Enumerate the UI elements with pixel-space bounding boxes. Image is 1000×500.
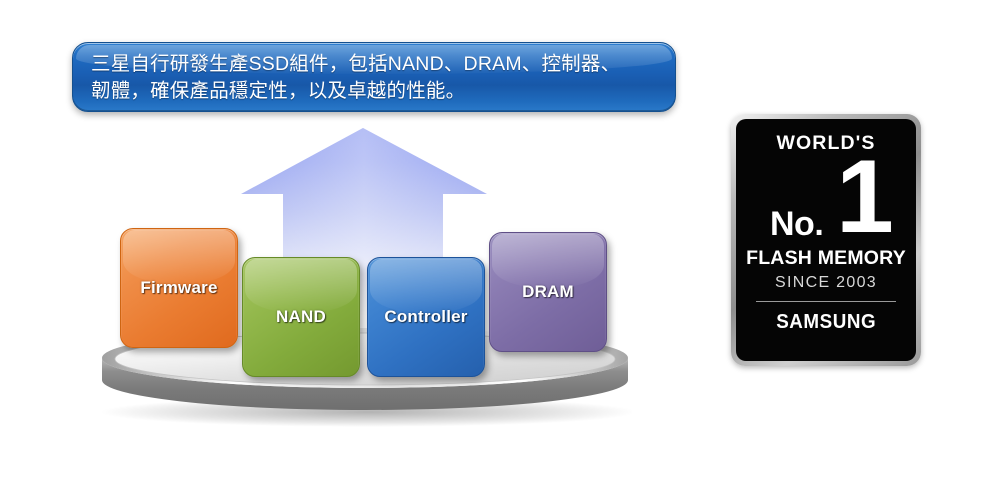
block-label: Controller bbox=[384, 307, 468, 326]
badge-no1-group: No. 1 bbox=[736, 145, 916, 249]
component-block-firmware[interactable]: Firmware bbox=[120, 228, 238, 348]
block-label: DRAM bbox=[522, 282, 574, 301]
component-block-nand[interactable]: NAND bbox=[242, 257, 360, 377]
badge-since-label: SINCE 2003 bbox=[775, 274, 877, 291]
badge-no-label: No. bbox=[770, 205, 824, 243]
component-block-controller[interactable]: Controller bbox=[367, 257, 485, 377]
callout-banner: 三星自行研發生產SSD組件，包括NAND、DRAM、控制器、 韌體，確保產品穩定… bbox=[72, 42, 676, 112]
badge-brand-label: SAMSUNG bbox=[775, 311, 877, 333]
badge-number-label: 1 bbox=[836, 139, 894, 255]
badge-inner: WORLD'S No. 1 FLASH MEMORY SINCE 2003 SA… bbox=[736, 119, 916, 361]
badge-divider bbox=[756, 301, 896, 302]
block-label: NAND bbox=[276, 307, 326, 326]
badge-category-label: FLASH MEMORY bbox=[746, 247, 906, 269]
block-label: Firmware bbox=[140, 278, 218, 297]
badge-worlds-label: WORLD'S bbox=[776, 132, 876, 154]
component-block-dram[interactable]: DRAM bbox=[489, 232, 607, 352]
callout-text: 三星自行研發生產SSD組件，包括NAND、DRAM、控制器、 韌體，確保產品穩定… bbox=[91, 53, 621, 102]
samsung-worlds-no1-badge: WORLD'S No. 1 FLASH MEMORY SINCE 2003 SA… bbox=[731, 114, 921, 366]
